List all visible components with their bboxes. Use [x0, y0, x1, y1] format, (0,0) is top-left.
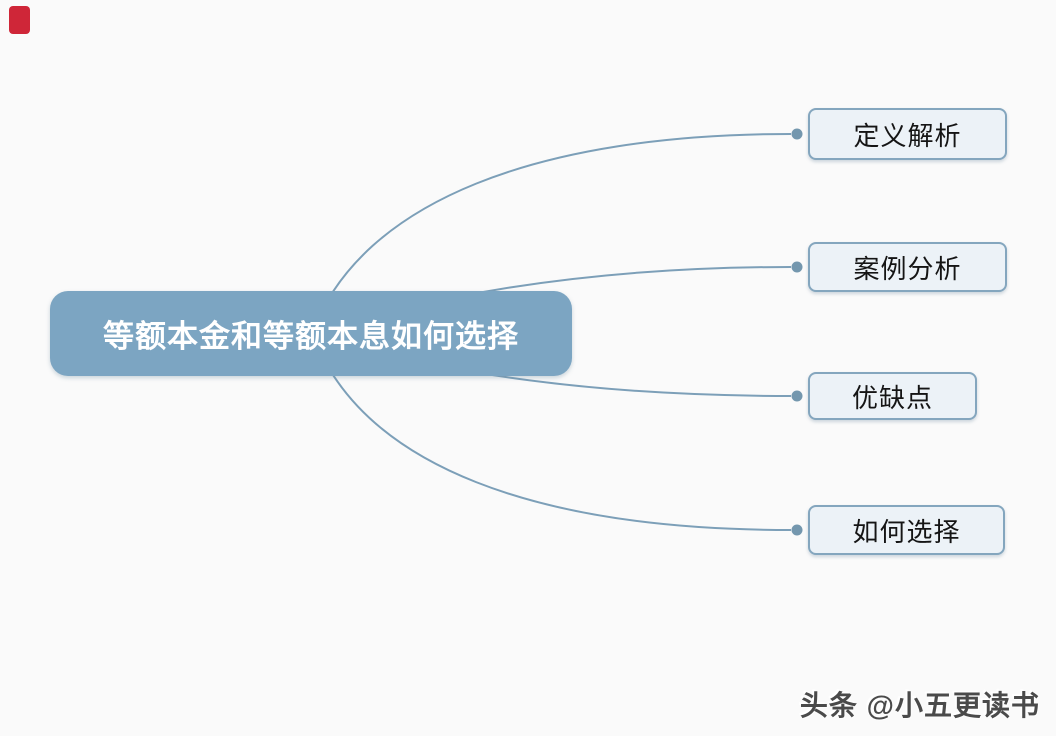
- branch-node-definition[interactable]: 定义解析: [808, 108, 1007, 160]
- branch-label-how-to-choose: 如何选择: [852, 516, 961, 547]
- branch-node-case-analysis[interactable]: 案例分析: [808, 242, 1007, 292]
- connector-dot-pros-cons: [791, 390, 803, 402]
- watermark-text: 头条 @小五更读书: [799, 690, 1040, 721]
- connector-dot-definition: [791, 128, 803, 140]
- branch-label-definition: 定义解析: [853, 120, 962, 151]
- branch-label-case-analysis: 案例分析: [853, 253, 962, 284]
- root-topic-label: 等额本金和等额本息如何选择: [103, 319, 519, 354]
- root-topic-node[interactable]: 等额本金和等额本息如何选择: [50, 291, 572, 376]
- connector-dot-case: [791, 261, 803, 273]
- red-corner-marker: [9, 6, 30, 34]
- branch-node-how-to-choose[interactable]: 如何选择: [808, 505, 1005, 555]
- connector-dot-how-to-choose: [791, 524, 803, 536]
- branch-node-pros-cons[interactable]: 优缺点: [808, 372, 977, 420]
- connector-curve-definition: [311, 133, 792, 334]
- branch-label-pros-cons: 优缺点: [851, 382, 933, 413]
- connector-curve-how-to-choose: [311, 332, 792, 531]
